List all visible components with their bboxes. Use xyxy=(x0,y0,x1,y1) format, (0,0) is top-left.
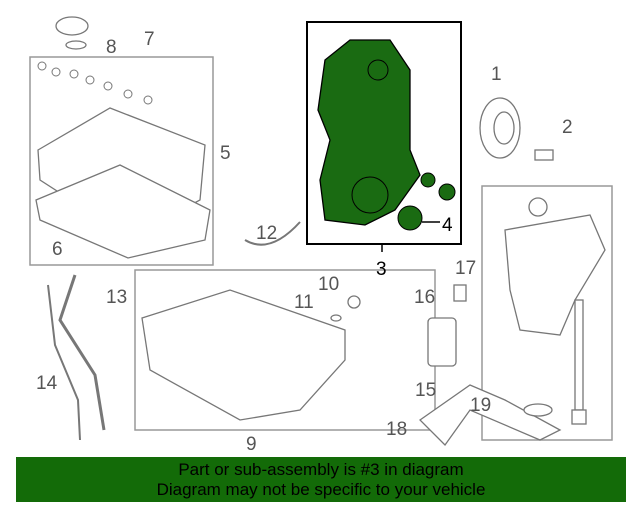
bolts xyxy=(37,61,153,105)
gasket-12 xyxy=(244,221,301,246)
callout-13[interactable]: 13 xyxy=(106,287,127,308)
dipstick-tube xyxy=(58,274,106,431)
callout-5[interactable]: 5 xyxy=(220,143,231,164)
cover-cap xyxy=(438,183,456,201)
chain-case-boss xyxy=(367,59,389,81)
oil-pump-group-box xyxy=(481,185,613,441)
valve-cover-group-box xyxy=(29,56,214,266)
pulley-bolt xyxy=(534,149,554,161)
callout-10[interactable]: 10 xyxy=(318,274,339,295)
drain-washer xyxy=(330,314,342,322)
chain-case-cover[interactable] xyxy=(317,39,421,226)
oil-pump xyxy=(504,214,606,336)
callout-1[interactable]: 1 xyxy=(491,64,502,85)
oil-pan xyxy=(141,289,346,421)
front-oil-seal[interactable] xyxy=(397,205,423,231)
callout-12[interactable]: 12 xyxy=(256,223,277,244)
oil-filler-cap xyxy=(55,16,89,36)
pump-o-ring xyxy=(528,197,548,217)
callout-19[interactable]: 19 xyxy=(470,395,491,416)
strainer-gasket xyxy=(523,403,553,417)
cover-plug xyxy=(420,172,436,188)
callout-11[interactable]: 11 xyxy=(294,292,314,313)
pulley-hub xyxy=(493,111,515,145)
pump-stud xyxy=(574,299,584,411)
callout-2[interactable]: 2 xyxy=(562,117,573,138)
dipstick xyxy=(47,284,81,441)
callout-4[interactable]: 4 xyxy=(442,215,453,236)
chain-case-group-box[interactable] xyxy=(306,21,462,245)
callout-9[interactable]: 9 xyxy=(246,434,257,455)
oil-filter xyxy=(427,317,457,367)
callout-15[interactable]: 15 xyxy=(415,380,436,401)
callout-16[interactable]: 16 xyxy=(414,287,435,308)
callout-17[interactable]: 17 xyxy=(455,258,476,279)
callout-8[interactable]: 8 xyxy=(106,37,117,58)
callout-7[interactable]: 7 xyxy=(144,29,155,50)
drain-bolt xyxy=(347,295,361,309)
oil-strainer xyxy=(418,384,562,447)
callout-3[interactable]: 3 xyxy=(376,259,387,280)
filter-adapter xyxy=(453,284,467,302)
callout-18[interactable]: 18 xyxy=(386,419,407,440)
cap-seal xyxy=(65,40,87,50)
valve-cover-gasket xyxy=(35,164,211,259)
callout-14[interactable]: 14 xyxy=(36,373,58,394)
info-banner: Part or sub-assembly is #3 in diagram Di… xyxy=(16,457,626,502)
callout-6[interactable]: 6 xyxy=(52,239,63,260)
crank-seal-bore xyxy=(351,176,389,214)
pump-bolt xyxy=(571,409,587,425)
banner-line-2: Diagram may not be specific to your vehi… xyxy=(156,480,486,499)
banner-line-1: Part or sub-assembly is #3 in diagram xyxy=(178,460,464,479)
